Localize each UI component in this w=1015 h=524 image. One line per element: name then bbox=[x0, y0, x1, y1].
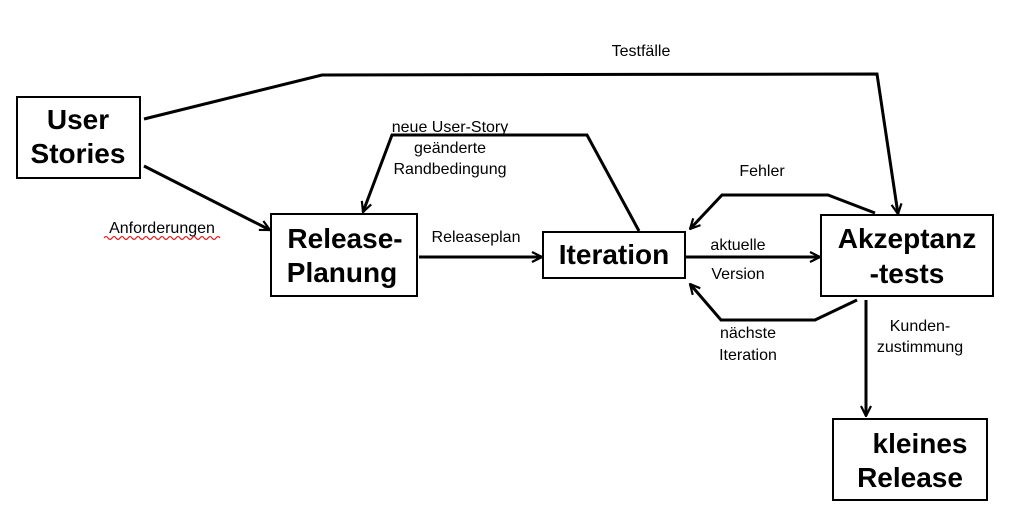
label-neue-user-story-line-1: neue User-Story bbox=[392, 119, 509, 136]
label-naechste-iteration-line-1: nächste bbox=[720, 325, 776, 342]
label-neue-user-story-line-2: geänderte bbox=[414, 140, 486, 157]
edge-testfaelle-arrow bbox=[143, 72, 898, 214]
label-anforderungen: Anforderungen bbox=[109, 220, 215, 237]
node-user-stories-line-1: User bbox=[47, 104, 109, 135]
edge-naechste-iteration-arrow bbox=[690, 284, 858, 322]
label-kundenzustimmung-line-2: zustimmung bbox=[877, 339, 963, 356]
node-kleines-release-line-2: Release bbox=[857, 462, 963, 493]
node-kleines-release-line-1: kleines bbox=[873, 428, 968, 459]
spellcheck-underline bbox=[103, 235, 221, 241]
node-release-planung: Release- Planung bbox=[270, 213, 418, 297]
node-iteration-line-1: Iteration bbox=[559, 239, 669, 270]
label-kundenzustimmung-line-1: Kunden- bbox=[890, 318, 951, 335]
node-akzeptanztests-line-2: -tests bbox=[870, 258, 945, 289]
node-release-planung-line-2: Planung bbox=[287, 257, 397, 288]
edge-anforderungen-arrow bbox=[143, 164, 270, 232]
node-release-planung-line-1: Release- bbox=[287, 223, 402, 254]
node-user-stories-line-2: Stories bbox=[31, 138, 126, 169]
label-naechste-iteration-line-2: Iteration bbox=[719, 347, 777, 364]
label-aktuelle-version-line-1: aktuelle bbox=[710, 237, 765, 254]
label-aktuelle-version-line-2: Version bbox=[711, 266, 764, 283]
label-neue-user-story-line-3: Randbedingung bbox=[394, 161, 507, 178]
label-testfaelle: Testfälle bbox=[612, 43, 671, 60]
edge-neue-user-story-arrow bbox=[363, 133, 641, 232]
label-releaseplan: Releaseplan bbox=[432, 229, 521, 246]
node-iteration: Iteration bbox=[542, 231, 686, 279]
edge-fehler-arrow bbox=[690, 193, 876, 229]
node-user-stories: User Stories bbox=[16, 96, 141, 179]
node-akzeptanztests: Akzeptanz -tests bbox=[820, 214, 994, 297]
node-kleines-release: kleines Release bbox=[832, 418, 988, 501]
label-fehler: Fehler bbox=[739, 163, 785, 180]
node-akzeptanztests-line-1: Akzeptanz bbox=[838, 223, 976, 254]
